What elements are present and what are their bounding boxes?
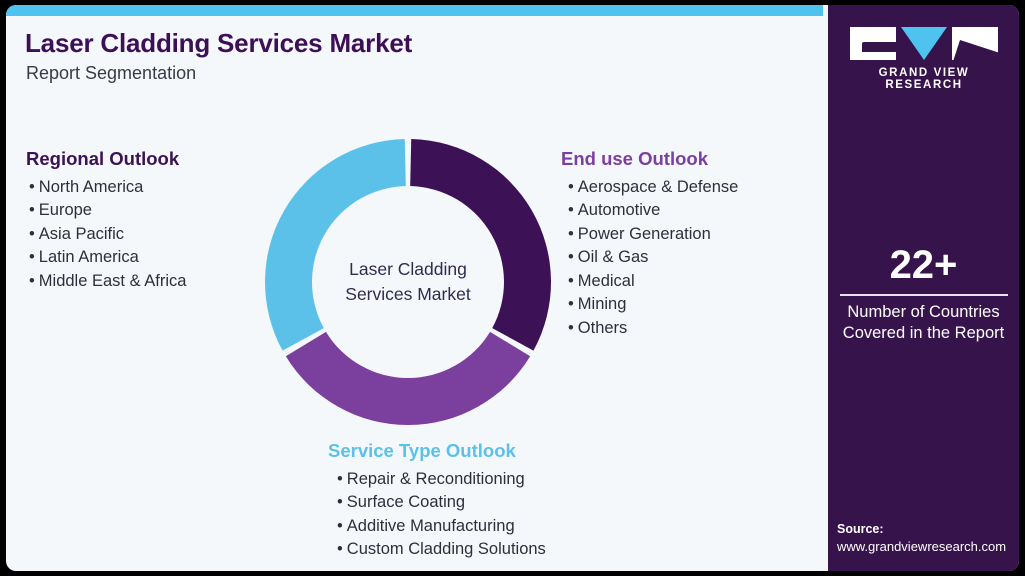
- logo-letter-r-icon: [952, 27, 998, 60]
- bullet-icon: •: [568, 318, 574, 337]
- service-type-outlook-heading: Service Type Outlook: [328, 440, 516, 461]
- list-item: •Surface Coating: [337, 491, 546, 515]
- regional-outlook-block: Regional Outlook •North America •Europe …: [26, 147, 186, 293]
- bullet-icon: •: [29, 224, 35, 243]
- list-item-label: Aerospace & Defense: [577, 177, 739, 196]
- regional-outlook-list: •North America •Europe •Asia Pacific •La…: [26, 176, 186, 294]
- source-url[interactable]: www.grandviewresearch.com: [837, 539, 1007, 554]
- list-item-label: Additive Manufacturing: [346, 516, 515, 535]
- list-item-label: Surface Coating: [346, 493, 466, 512]
- list-item-label: Latin America: [38, 248, 139, 267]
- bullet-icon: •: [337, 516, 343, 535]
- bullet-icon: •: [337, 493, 343, 512]
- list-item-label: Middle East & Africa: [38, 271, 187, 290]
- bullet-icon: •: [337, 469, 343, 488]
- service-type-outlook-block: Service Type Outlook •Repair & Reconditi…: [328, 439, 546, 562]
- list-item: •North America: [29, 176, 186, 200]
- side-panel: GRAND VIEW RESEARCH 22+ Number of Countr…: [828, 5, 1019, 571]
- donut-segment: [410, 139, 551, 351]
- service-type-outlook-list: •Repair & Reconditioning •Surface Coatin…: [328, 468, 546, 562]
- enduse-outlook-heading: End use Outlook: [561, 148, 708, 169]
- enduse-outlook-block: End use Outlook •Aerospace & Defense •Au…: [561, 147, 738, 340]
- source-title: Source:: [837, 522, 884, 536]
- list-item-label: Asia Pacific: [38, 224, 125, 243]
- country-count-stat: 22+ Number of Countries Covered in the R…: [836, 243, 1011, 344]
- list-item-label: North America: [38, 177, 144, 196]
- list-item-label: Others: [577, 318, 628, 337]
- enduse-outlook-list: •Aerospace & Defense •Automotive •Power …: [561, 176, 738, 341]
- stat-label-line-1: Number of Countries: [847, 303, 1000, 321]
- regional-outlook-heading: Regional Outlook: [26, 148, 180, 169]
- list-item: •Latin America: [29, 246, 186, 270]
- bullet-icon: •: [568, 177, 574, 196]
- bullet-icon: •: [29, 248, 35, 267]
- logo-letter-g-icon: [850, 27, 896, 60]
- bullet-icon: •: [568, 224, 574, 243]
- page-title: Laser Cladding Services Market: [25, 28, 413, 58]
- page-subtitle: Report Segmentation: [26, 63, 197, 83]
- bullet-icon: •: [568, 295, 574, 314]
- list-item: •Medical: [568, 270, 738, 294]
- list-item: •Middle East & Africa: [29, 270, 186, 294]
- list-item-label: Custom Cladding Solutions: [346, 540, 546, 559]
- logo-wordmark: GRAND VIEW RESEARCH: [878, 67, 970, 91]
- list-item-label: Europe: [38, 201, 92, 220]
- donut-svg: [265, 139, 551, 425]
- logo-marks: [850, 27, 998, 60]
- bullet-icon: •: [568, 271, 574, 290]
- list-item: •Europe: [29, 199, 186, 223]
- list-item: •Aerospace & Defense: [568, 176, 738, 200]
- list-item-label: Repair & Reconditioning: [346, 469, 525, 488]
- list-item: •Custom Cladding Solutions: [337, 538, 546, 562]
- source-block: Source: www.grandviewresearch.com: [837, 521, 1019, 556]
- bullet-icon: •: [29, 271, 35, 290]
- list-item: •Asia Pacific: [29, 223, 186, 247]
- bullet-icon: •: [29, 201, 35, 220]
- list-item: •Others: [568, 317, 738, 341]
- top-accent-bar: [6, 5, 823, 16]
- donut-segment: [265, 139, 406, 351]
- list-item: •Oil & Gas: [568, 246, 738, 270]
- list-item: •Automotive: [568, 199, 738, 223]
- list-item-label: Oil & Gas: [577, 248, 649, 267]
- list-item-label: Mining: [577, 295, 627, 314]
- stat-label-line-2: Covered in the Report: [842, 324, 1005, 342]
- list-item: •Power Generation: [568, 223, 738, 247]
- list-item: •Mining: [568, 293, 738, 317]
- bullet-icon: •: [568, 201, 574, 220]
- stat-value: 22+: [889, 243, 958, 287]
- donut-segment: [285, 331, 531, 425]
- bullet-icon: •: [29, 177, 35, 196]
- stat-divider: [839, 294, 1008, 296]
- logo-letter-v-triangle-icon: [901, 27, 947, 60]
- list-item-label: Automotive: [577, 201, 661, 220]
- donut-chart: Laser Cladding Services Market: [264, 138, 552, 426]
- grand-view-research-logo: GRAND VIEW RESEARCH: [850, 27, 998, 91]
- list-item: •Additive Manufacturing: [337, 515, 546, 539]
- report-card: Laser Cladding Services Market Report Se…: [6, 5, 1019, 571]
- list-item-label: Power Generation: [577, 224, 711, 243]
- bullet-icon: •: [568, 248, 574, 267]
- list-item: •Repair & Reconditioning: [337, 468, 546, 492]
- list-item-label: Medical: [577, 271, 635, 290]
- bullet-icon: •: [337, 540, 343, 559]
